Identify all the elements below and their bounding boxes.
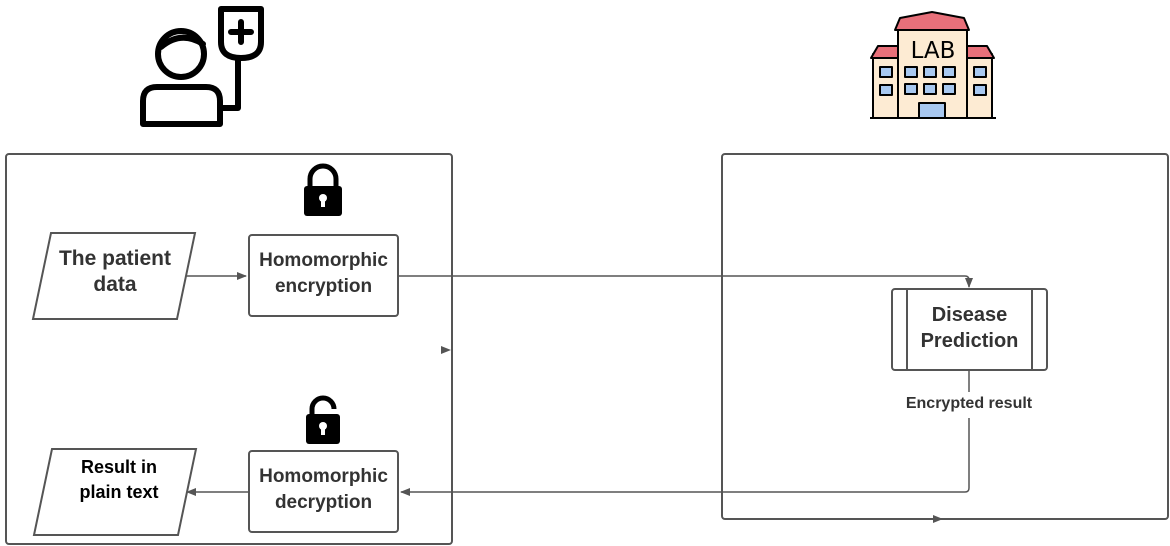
disease-prediction-label: Disease Prediction: [892, 302, 1047, 354]
disease-prediction-line1: Disease: [931, 304, 1008, 326]
decryption-label: Homomorphic decryption: [249, 464, 398, 516]
client-container: [5, 153, 453, 545]
encryption-label: Homomorphic encryption: [249, 248, 398, 300]
patient-iv-icon: [140, 6, 264, 127]
result-plain-line1: Result in: [80, 457, 157, 477]
arrow-result-to-decryption: [400, 418, 970, 496]
patient-data-line1: The patient: [58, 247, 171, 270]
result-plain-line2: plain text: [79, 482, 159, 502]
lock-closed-icon: [304, 163, 342, 216]
patient-data-shape: [31, 232, 197, 320]
lab-sign: LAB: [911, 38, 956, 64]
patient-data-label: The patient data: [40, 246, 190, 298]
lab-container: [721, 153, 1169, 520]
decryption-line1: Homomorphic: [259, 466, 388, 487]
border-arrowhead-left: [441, 346, 451, 354]
patient-data-line2: data: [93, 273, 137, 296]
result-plain-shape: [32, 448, 198, 536]
border-arrowhead-right: [933, 515, 943, 523]
result-plain-label: Result in plain text: [44, 455, 194, 505]
arrow-encryption-to-prediction: [398, 275, 973, 288]
encrypted-result-label: Encrypted result: [880, 392, 1058, 416]
encryption-line2: encryption: [274, 276, 373, 297]
lock-open-icon: [306, 395, 340, 444]
encryption-line1: Homomorphic: [259, 250, 388, 271]
lab-building-icon: [870, 11, 996, 119]
disease-prediction-line2: Prediction: [920, 330, 1019, 352]
decryption-line2: decryption: [274, 492, 373, 513]
